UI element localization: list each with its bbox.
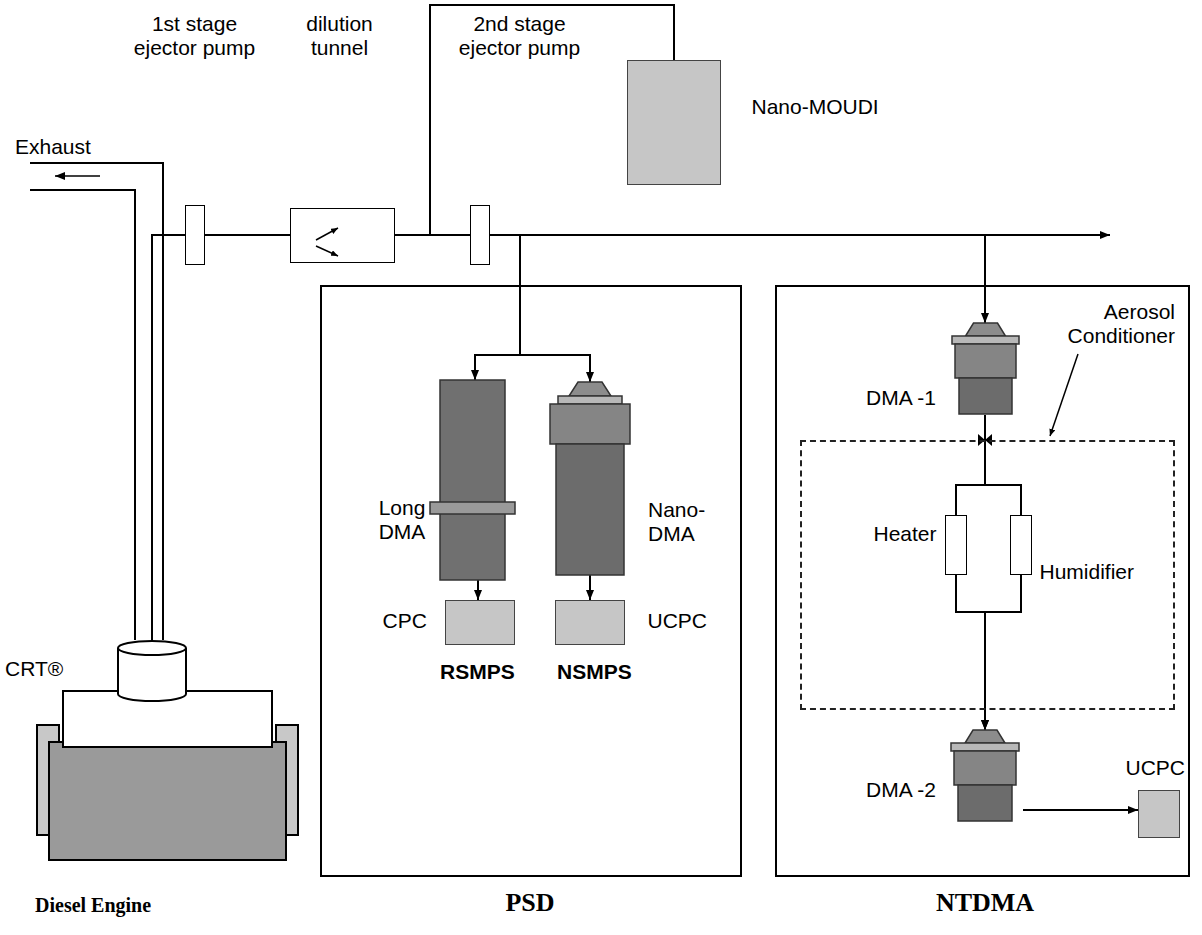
node-label: PSD — [470, 888, 590, 918]
humidifier-box: Humidifier — [1010, 515, 1032, 575]
flow-connector — [205, 234, 290, 236]
node-label: Humidifier — [1040, 560, 1165, 584]
impactor-box: Nano-MOUDI — [627, 60, 721, 185]
dma-column-shape — [947, 730, 1023, 822]
node-label: Diesel Engine — [35, 893, 255, 917]
flow-connector — [956, 415, 985, 515]
node-label: Nano-MOUDI — [752, 95, 892, 119]
node-label: 1st stage ejector pump — [120, 12, 270, 60]
dma-column: DMA -2 — [947, 730, 1023, 822]
text-label: Exhaust — [15, 135, 125, 159]
flow-line — [985, 234, 1110, 236]
ejector-pump: 2nd stage ejector pump — [470, 205, 490, 265]
node-label: UCPC — [648, 609, 728, 633]
node-label: Aerosol Conditioner — [1045, 300, 1175, 348]
engine-drawing-shape — [35, 690, 300, 862]
flow-connector — [490, 235, 985, 323]
node-label: CRT® — [5, 657, 85, 681]
node-label: 2nd stage ejector pump — [445, 12, 595, 60]
exhaust-pipe — [30, 163, 163, 640]
flow-connector — [490, 235, 590, 382]
crt-filter: CRT® — [117, 640, 187, 702]
text-label: RSMPS — [440, 660, 530, 684]
node-label: CPC — [383, 609, 439, 633]
panel: NTDMADMA -1Aerosol ConditionerHeaterHumi… — [775, 285, 1190, 877]
pointer-arrow — [1050, 354, 1078, 436]
node-label: DMA -2 — [866, 778, 944, 802]
conditioner-region: Aerosol ConditionerHeaterHumidifier — [800, 440, 1175, 710]
dma-column-shape — [430, 380, 515, 580]
node-label: dilution tunnel — [285, 12, 395, 60]
dma-column-shape — [948, 323, 1023, 415]
node-label: Heater — [874, 522, 942, 546]
flow-connector — [152, 235, 185, 640]
node-label: NTDMA — [910, 888, 1060, 918]
dilution-arrow — [316, 246, 338, 256]
panel: PSDLong DMANano- DMACPCUCPC — [320, 285, 742, 877]
dma-column: Nano- DMA — [550, 382, 630, 575]
engine-drawing: Diesel Engine — [35, 690, 300, 862]
ejector-pump: 1st stage ejector pump — [185, 205, 205, 265]
counter-box: UCPC — [555, 600, 625, 645]
dma-column: DMA -1 — [948, 323, 1023, 415]
text-label: NSMPS — [557, 660, 647, 684]
flow-connector — [1023, 809, 1138, 811]
exhaust-arrow — [55, 175, 100, 177]
flow-connector — [985, 575, 1021, 730]
node-label: DMA -1 — [866, 386, 944, 410]
flow-connector — [589, 575, 591, 600]
heater-box: Heater — [945, 515, 967, 575]
node-label: Long DMA — [374, 496, 430, 544]
flow-connector — [956, 575, 985, 730]
dilution-arrow — [316, 228, 338, 240]
flow-connector — [477, 580, 479, 600]
counter-box: UCPC — [1138, 790, 1180, 838]
dilution-tunnel: dilution tunnel — [290, 208, 395, 263]
flow-connector — [985, 415, 1021, 515]
node-label: UCPC — [1126, 756, 1188, 780]
dma-column-shape — [550, 382, 630, 575]
crt-filter-shape — [117, 640, 187, 702]
counter-box: CPC — [445, 600, 515, 645]
dma-column: Long DMA — [430, 380, 515, 580]
node-label: Nano- DMA — [648, 498, 733, 546]
